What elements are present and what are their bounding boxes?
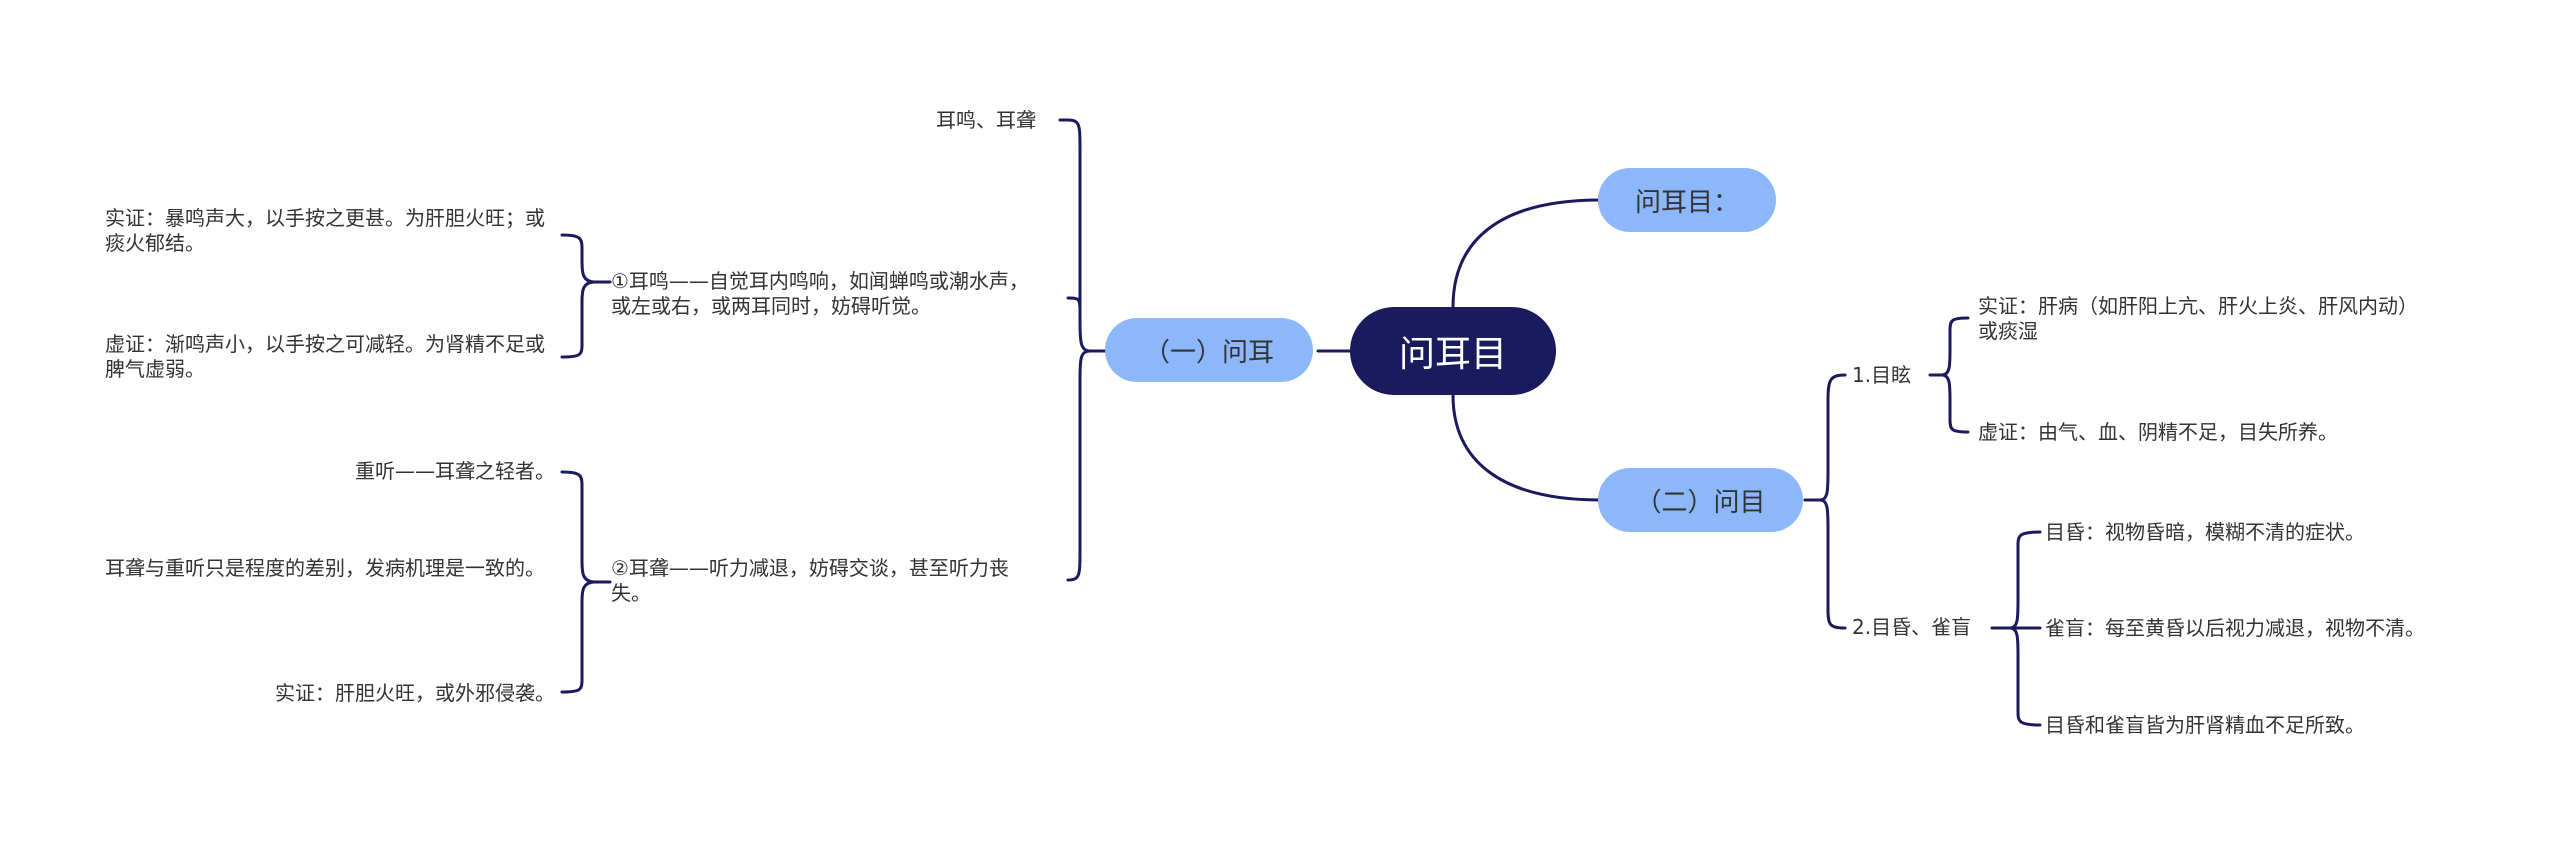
bracket-dizzy [1928,316,1970,434]
bracket-dim [1990,530,2042,727]
main-node-ask-eye[interactable]: （二）问目 [1598,468,1803,532]
leaf-dim-vision[interactable]: 目昏：视物昏暗，模糊不清的症状。 [2045,520,2365,544]
leaf-tinnitus-excess[interactable]: 实证：暴鸣声大，以手按之更甚。为肝胆火旺；或痰火郁结。 [105,206,545,255]
bracket-ask-ear [1066,118,1107,582]
leaf-dizzy-deficiency[interactable]: 虚证：由气、血、阴精不足，目失所养。 [1978,420,2338,444]
leaf-hard-of-hearing[interactable]: 重听——耳聋之轻者。 [355,459,555,483]
leaf-dizzy[interactable]: 1.目眩 [1852,363,1912,387]
leaf-deafness-excess[interactable]: 实证：肝胆火旺，或外邪侵袭。 [275,681,555,705]
leaf-deafness-degree[interactable]: 耳聋与重听只是程度的差别，发病机理是一致的。 [105,556,545,580]
leaf-deafness[interactable]: ②耳聋——听力减退，妨碍交谈，甚至听力丧失。 [611,556,1009,605]
leaf-night-blind[interactable]: 雀盲：每至黄昏以后视力减退，视物不清。 [2045,616,2425,640]
leaf-tinnitus[interactable]: ①耳鸣——自觉耳内鸣响，如闻蝉鸣或潮水声，或左或右，或两耳同时，妨碍听觉。 [611,269,1029,318]
bracket-tinnitus [560,233,612,359]
main-node-ask-ear-eye[interactable]: 问耳目： [1598,168,1776,232]
link-root-ask-ear-eye [1451,198,1602,309]
leaf-dizzy-excess[interactable]: 实证：肝病（如肝阳上亢、肝火上炎、肝风内动）或痰湿 [1978,294,2418,343]
link-root-ask-eye [1451,393,1602,502]
leaf-dim[interactable]: 2.目昏、雀盲 [1852,615,1972,639]
leaf-dim-cause[interactable]: 目昏和雀盲皆为肝肾精血不足所致。 [2045,713,2365,737]
bracket-deafness [560,470,612,694]
main-node-ask-ear[interactable]: （一）问耳 [1105,318,1313,382]
leaf-tinnitus-deaf[interactable]: 耳鸣、耳聋 [936,108,1036,132]
root-node[interactable]: 问耳目 [1350,307,1556,395]
bracket-ask-eye [1803,373,1847,630]
leaf-tinnitus-deficiency[interactable]: 虚证：渐鸣声小，以手按之可减轻。为肾精不足或脾气虚弱。 [105,332,545,381]
